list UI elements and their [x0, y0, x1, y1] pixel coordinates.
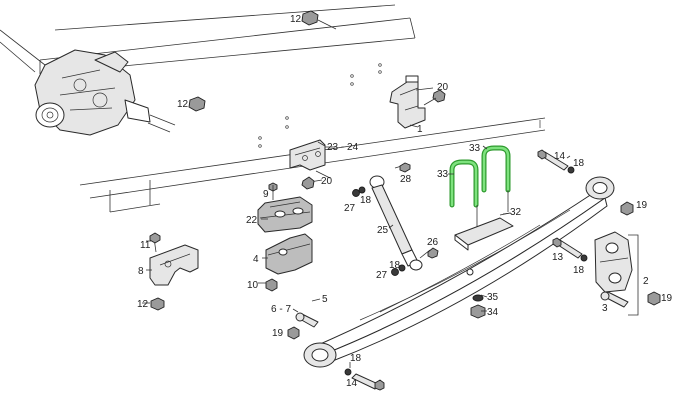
label-8: 8 [138, 266, 144, 277]
label-12-top: 12 [290, 14, 302, 25]
label-3: 3 [602, 303, 608, 314]
label-26: 26 [427, 237, 439, 248]
leaf-spring-5 [317, 189, 608, 363]
label-20b: 20 [321, 176, 333, 187]
label-19-rear: 19 [272, 328, 284, 339]
nut-19-shackle [647, 291, 661, 306]
bracket-1 [389, 75, 426, 129]
bracket-line-2 [628, 234, 639, 316]
label-10: 10 [247, 280, 259, 291]
label-35: 35 [487, 292, 499, 303]
bolt-13 [552, 237, 583, 259]
bracket-23-24 [289, 139, 335, 171]
label-14-front: 14 [554, 151, 566, 162]
washer-35 [472, 294, 484, 302]
shock-absorber-25 [369, 175, 423, 271]
spring-eye-rear [303, 342, 337, 368]
label-6-7: 6 - 7 [271, 304, 291, 315]
label-18e: 18 [350, 353, 362, 364]
nut-12-low [150, 297, 165, 311]
shackle-2 [594, 231, 633, 293]
label-18b: 18 [389, 260, 401, 271]
washer-18-front [567, 166, 575, 174]
washer-27-18 [352, 186, 366, 197]
bolt-26 [419, 247, 439, 259]
spring-eye-front [585, 176, 615, 200]
differential-housing [0, 29, 176, 136]
washer-18-rear [344, 368, 352, 376]
label-12-mid: 12 [177, 99, 189, 110]
label-28: 28 [400, 174, 412, 185]
bolt-3 [600, 291, 629, 308]
label-19-shackle: 19 [661, 293, 673, 304]
u-bolt-33-left [449, 159, 479, 208]
bolt-28 [394, 162, 411, 173]
bolt-11 [149, 232, 161, 253]
label-18d: 18 [573, 265, 585, 276]
washer-18-27 [391, 264, 406, 276]
leader-lines [142, 87, 571, 368]
label-12-low: 12 [137, 299, 149, 310]
label-25: 25 [377, 225, 389, 236]
label-18c: 18 [573, 158, 585, 169]
u-bolt-lower-rods [476, 190, 509, 230]
label-14-rear: 14 [346, 378, 358, 389]
nut-10 [265, 278, 278, 292]
label-27b: 27 [376, 270, 388, 281]
bolt-14-rear [351, 373, 385, 391]
nut-34 [470, 304, 486, 319]
clamp-plate-32 [454, 212, 514, 251]
u-bolt-33-right [481, 145, 511, 193]
label-32: 32 [510, 207, 522, 218]
nut-19-rear [287, 326, 300, 340]
label-4: 4 [253, 254, 259, 265]
label-9: 9 [263, 189, 269, 200]
callout-labels: 12 20 12 1 23 - 24 20 9 22 4 10 11 8 12 … [137, 14, 673, 389]
label-23-24: 23 - 24 [327, 142, 359, 153]
label-2: 2 [643, 276, 649, 287]
label-11: 11 [140, 240, 151, 251]
label-1: 1 [417, 124, 423, 135]
label-22: 22 [246, 215, 258, 226]
nut-19-front [620, 201, 634, 216]
label-27a: 27 [344, 203, 356, 214]
bolt-20 [423, 89, 446, 106]
label-19-front: 19 [636, 200, 648, 211]
nut-12-top [301, 10, 337, 30]
label-33a: 33 [437, 169, 449, 180]
nut-12-mid [188, 96, 206, 112]
label-18a: 18 [360, 195, 372, 206]
label-20: 20 [437, 82, 449, 93]
bolt-6-7 [295, 312, 319, 328]
bracket-8 [149, 244, 199, 286]
bolt-14-front [537, 149, 569, 171]
label-34: 34 [487, 307, 499, 318]
bolt-20b [301, 176, 323, 190]
label-5: 5 [322, 294, 328, 305]
washer-18-shackle [580, 254, 588, 262]
bump-stop-4 [265, 233, 313, 275]
bump-stop-22 [257, 196, 313, 233]
label-33b: 33 [469, 143, 481, 154]
label-13: 13 [552, 252, 564, 263]
